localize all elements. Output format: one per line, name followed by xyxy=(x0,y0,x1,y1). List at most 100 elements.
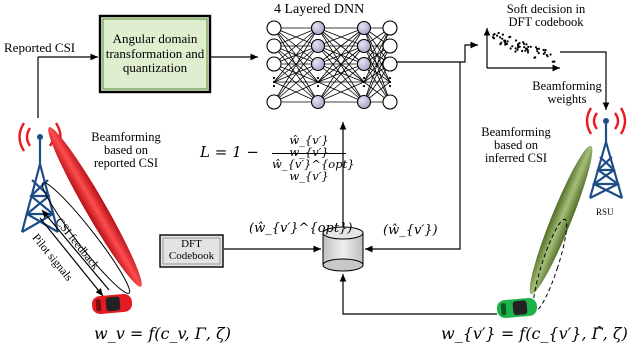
ellipsis-dot xyxy=(362,84,366,88)
dft-codebook-label: DFT Codebook xyxy=(168,238,215,262)
ellipsis-dot xyxy=(388,80,392,84)
reported-csi-label: Reported CSI xyxy=(4,40,76,55)
rsu-label: RSU xyxy=(596,207,614,217)
dnn-neuron xyxy=(310,20,326,36)
dnn-neuron xyxy=(356,56,372,72)
angular-domain-box xyxy=(98,14,212,94)
scatter-point xyxy=(521,49,524,53)
scatter-point xyxy=(496,34,499,37)
scatter-point xyxy=(524,49,527,52)
loss-lhs: L = 1 − xyxy=(200,143,259,161)
ellipsis-dot xyxy=(388,76,392,80)
scatter-point xyxy=(553,60,556,63)
dnn-neuron xyxy=(266,20,282,36)
scatter-point xyxy=(493,33,496,36)
dnn-neuron xyxy=(266,94,282,110)
scatter-point xyxy=(526,51,530,54)
w-opt-label: (ŵ_{v′}^{opt}) xyxy=(249,221,353,236)
scatter-point xyxy=(544,48,547,52)
scatter-point xyxy=(523,46,526,49)
ellipsis-dot xyxy=(362,80,366,84)
rsu-tower-icon xyxy=(585,107,627,199)
inferred-to-cylinder-arrow xyxy=(365,62,461,253)
scatter-point xyxy=(505,42,508,46)
w-hat-label: (ŵ_{v′}) xyxy=(383,223,438,238)
dnn-neuron xyxy=(382,94,398,110)
combiner-cylinder xyxy=(322,226,364,272)
dnn-neuron xyxy=(310,38,326,54)
scatter-point xyxy=(551,60,554,63)
dnn-network xyxy=(266,20,398,110)
scatter-point xyxy=(534,56,537,59)
scatter-point xyxy=(545,53,548,57)
feedback-beam-outline xyxy=(41,182,131,294)
scatter-point xyxy=(516,48,519,51)
dnn-neuron xyxy=(310,94,326,110)
scatter-point xyxy=(527,45,530,49)
car-to-cylinder-arrow xyxy=(339,274,497,315)
csi-feedback-arrow xyxy=(41,209,110,291)
scatter-point xyxy=(511,45,514,48)
ellipsis-dot xyxy=(272,76,276,80)
angular-domain-label: Angular domain transformation and quanti… xyxy=(105,30,205,76)
scatter-point xyxy=(529,45,532,48)
scatter-point xyxy=(497,31,500,35)
scatter-point xyxy=(525,43,528,46)
dft-codebook-box xyxy=(159,234,224,268)
scatter-point xyxy=(549,53,552,56)
red-car-icon xyxy=(91,293,133,315)
ellipsis-dot xyxy=(272,84,276,88)
pilot-signal-arrow xyxy=(39,217,104,297)
dnn-neuron xyxy=(382,56,398,72)
scatter-point xyxy=(517,46,520,49)
green-car-icon xyxy=(496,297,538,319)
scatter-point xyxy=(499,43,502,46)
scatter-point xyxy=(499,36,502,39)
scatter-point xyxy=(536,50,539,53)
dnn-title: 4 Layered DNN xyxy=(274,2,365,17)
dnn-neuron xyxy=(382,38,398,54)
dnn-to-soft-decision-arrow xyxy=(396,41,478,63)
ellipsis-dot xyxy=(316,80,320,84)
scatter-point xyxy=(492,37,496,40)
scatter-point xyxy=(503,39,507,42)
scatter-point xyxy=(506,40,509,43)
scatter-point xyxy=(514,39,518,42)
beamforming-weights-label: Beamforming weights xyxy=(532,79,602,107)
scatter-point xyxy=(543,51,547,54)
scatter-point xyxy=(509,35,512,38)
bf-reported-label: Beamforming based on reported CSI xyxy=(91,130,161,171)
scatter-point xyxy=(522,42,526,46)
dnn-neuron xyxy=(266,38,282,54)
dnn-neuron xyxy=(356,94,372,110)
green-beam xyxy=(529,145,593,295)
soft-decision-plot xyxy=(483,28,560,72)
scatter-point xyxy=(537,47,541,50)
dnn-neuron xyxy=(356,20,372,36)
w-v-equation: w_v = f(c_v, Γ, ζ) xyxy=(94,324,231,343)
dnn-neuron xyxy=(382,20,398,36)
fraction-bar xyxy=(272,153,346,154)
scatter-point xyxy=(525,48,529,51)
weights-to-rsu-arrow xyxy=(560,51,610,110)
scatter-point xyxy=(509,47,512,50)
ellipsis-dot xyxy=(316,84,320,88)
dnn-neuron xyxy=(266,56,282,72)
dnn-neuron xyxy=(310,56,326,72)
loss-denominator: ŵ_{v′}^{opt} w_{v′} xyxy=(272,157,355,184)
scatter-point xyxy=(501,37,504,40)
scatter-point xyxy=(534,46,538,49)
scatter-point xyxy=(542,52,545,56)
soft-decision-label: Soft decision in DFT codebook xyxy=(506,2,586,30)
ellipsis-dot xyxy=(272,80,276,84)
scatter-point xyxy=(514,50,517,53)
scatter-point xyxy=(522,41,525,44)
red-beam xyxy=(48,127,142,287)
dnn-neuron xyxy=(356,38,372,54)
scatter-point xyxy=(537,52,540,55)
w-vprime-equation: w_{v′} = f(c_{v′}, Γ̂, ζ) xyxy=(441,324,628,343)
scatter-point xyxy=(501,33,504,36)
ellipsis-dot xyxy=(362,76,366,80)
scatter-point xyxy=(514,47,517,50)
